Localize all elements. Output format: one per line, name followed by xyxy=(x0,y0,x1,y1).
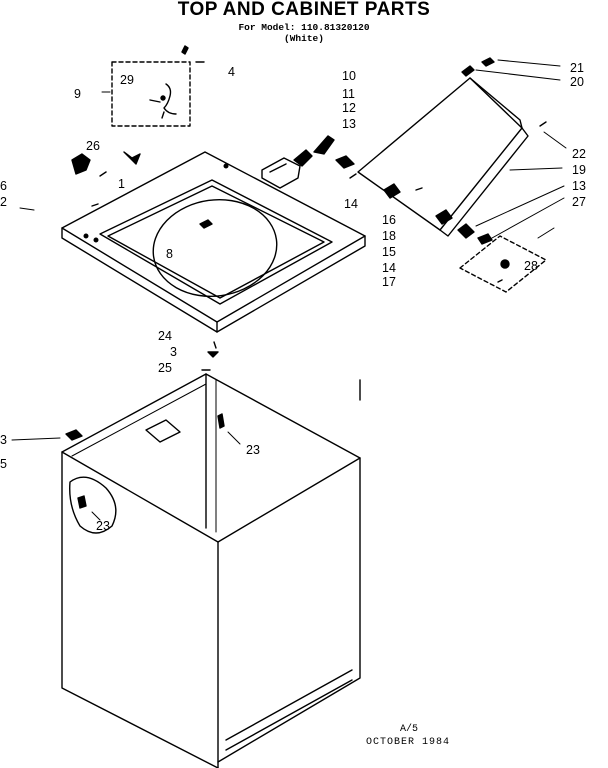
lid-panel xyxy=(357,57,547,237)
callout-9: 9 xyxy=(74,87,81,101)
leader-lines xyxy=(11,59,567,521)
callout-13b: 13 xyxy=(572,179,586,193)
callout-24: 24 xyxy=(158,329,172,343)
cabinet xyxy=(61,373,361,768)
callout-5: 5 xyxy=(0,457,7,471)
page-code: A/5 xyxy=(400,724,419,735)
detail-box-28 xyxy=(459,235,547,293)
callout-27: 27 xyxy=(572,195,586,209)
callout-12: 12 xyxy=(342,101,356,115)
callout-6: 6 xyxy=(0,179,7,193)
callout-15: 15 xyxy=(382,245,396,259)
callout-18: 18 xyxy=(382,229,396,243)
callout-11: 11 xyxy=(342,87,355,101)
callout-14b: 14 xyxy=(382,261,396,275)
callout-3a: 3 xyxy=(170,345,177,359)
callout-14a: 14 xyxy=(344,197,358,211)
parts-24-3-25 xyxy=(201,341,219,371)
callout-4: 4 xyxy=(228,65,235,79)
model-number: For Model: 110.81320120 xyxy=(238,22,370,33)
color-variant: (White) xyxy=(284,33,324,44)
callout-2: 2 xyxy=(0,195,7,209)
callout-labels: 4 29 9 10 11 12 13 21 20 26 1 6 2 8 14 1… xyxy=(0,61,586,533)
callout-20: 20 xyxy=(570,75,584,89)
page-title: TOP AND CABINET PARTS xyxy=(177,0,431,20)
callout-23a: 23 xyxy=(246,443,260,457)
callout-10: 10 xyxy=(342,69,356,83)
callout-16: 16 xyxy=(382,213,396,227)
lid-switch-assembly xyxy=(261,135,357,189)
callout-26: 26 xyxy=(86,139,100,153)
lid-hinge-parts xyxy=(383,183,493,245)
callout-8: 8 xyxy=(166,247,173,261)
top-panel xyxy=(61,151,366,333)
callout-21: 21 xyxy=(570,61,584,75)
publication-date: OCTOBER 1984 xyxy=(366,737,451,748)
callout-1: 1 xyxy=(118,177,125,191)
callout-19: 19 xyxy=(572,163,586,177)
callout-25: 25 xyxy=(158,361,172,375)
part-4-screw xyxy=(181,45,205,63)
callout-28: 28 xyxy=(524,259,538,273)
detail-box-29 xyxy=(111,61,191,127)
callout-3b: 3 xyxy=(0,433,7,447)
callout-13a: 13 xyxy=(342,117,356,131)
callout-22: 22 xyxy=(572,147,586,161)
callout-23b: 23 xyxy=(96,519,110,533)
callout-17: 17 xyxy=(382,275,396,289)
callout-29: 29 xyxy=(120,73,134,87)
part-26-bracket xyxy=(71,151,141,207)
